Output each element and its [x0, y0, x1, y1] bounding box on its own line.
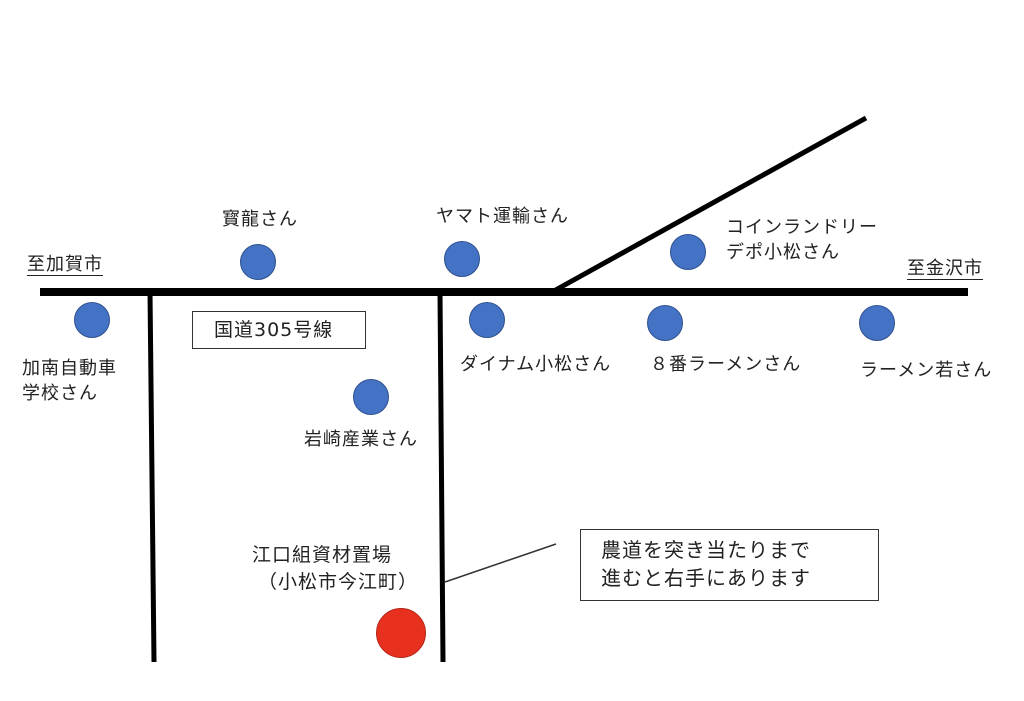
direction-kanazawa: 至金沢市	[907, 258, 983, 279]
label-driving-school-2: 学校さん	[22, 383, 98, 404]
left-vertical-road	[147, 291, 157, 663]
label-iwasaki: 岩崎産業さん	[304, 429, 418, 450]
label-coin-laundry-2: デポ小松さん	[726, 242, 840, 263]
farm-road	[437, 291, 446, 663]
label-ramen-waka: ラーメン若さん	[860, 360, 993, 381]
directions-note-box: 農道を突き当たりまで 進むと右手にあります	[580, 529, 879, 601]
direction-kaga: 至加賀市	[27, 254, 103, 275]
label-yamato: ヤマト運輸さん	[436, 206, 569, 227]
poi-pin-houryu	[240, 244, 276, 280]
note-callout-line	[444, 543, 557, 583]
destination-pin	[376, 608, 426, 658]
label-driving-school-1: 加南自動車	[22, 358, 117, 379]
poi-pin-dynam	[469, 302, 505, 338]
poi-pin-iwasaki	[353, 379, 389, 415]
poi-pin-driving-school	[74, 302, 110, 338]
destination-name-2: （小松市今江町）	[258, 571, 419, 593]
note-line-2: 進むと右手にあります	[601, 566, 811, 590]
branch-road-northeast	[550, 115, 868, 295]
road-name-box: 国道305号線	[192, 311, 366, 349]
poi-pin-yamato	[444, 241, 480, 277]
poi-pin-ramen-waka	[859, 305, 895, 341]
label-coin-laundry-1: コインランドリー	[726, 217, 878, 238]
label-dynam: ダイナム小松さん	[460, 354, 612, 375]
note-line-1: 農道を突き当たりまで	[601, 538, 811, 562]
destination-name-1: 江口組資材置場	[252, 544, 393, 566]
label-houryu: 寳龍さん	[222, 209, 298, 230]
label-hachiban: ８番ラーメンさん	[650, 354, 802, 375]
road-name-label: 国道305号線	[214, 319, 334, 341]
poi-pin-hachiban	[647, 305, 683, 341]
poi-pin-coin-laundry	[670, 234, 706, 270]
